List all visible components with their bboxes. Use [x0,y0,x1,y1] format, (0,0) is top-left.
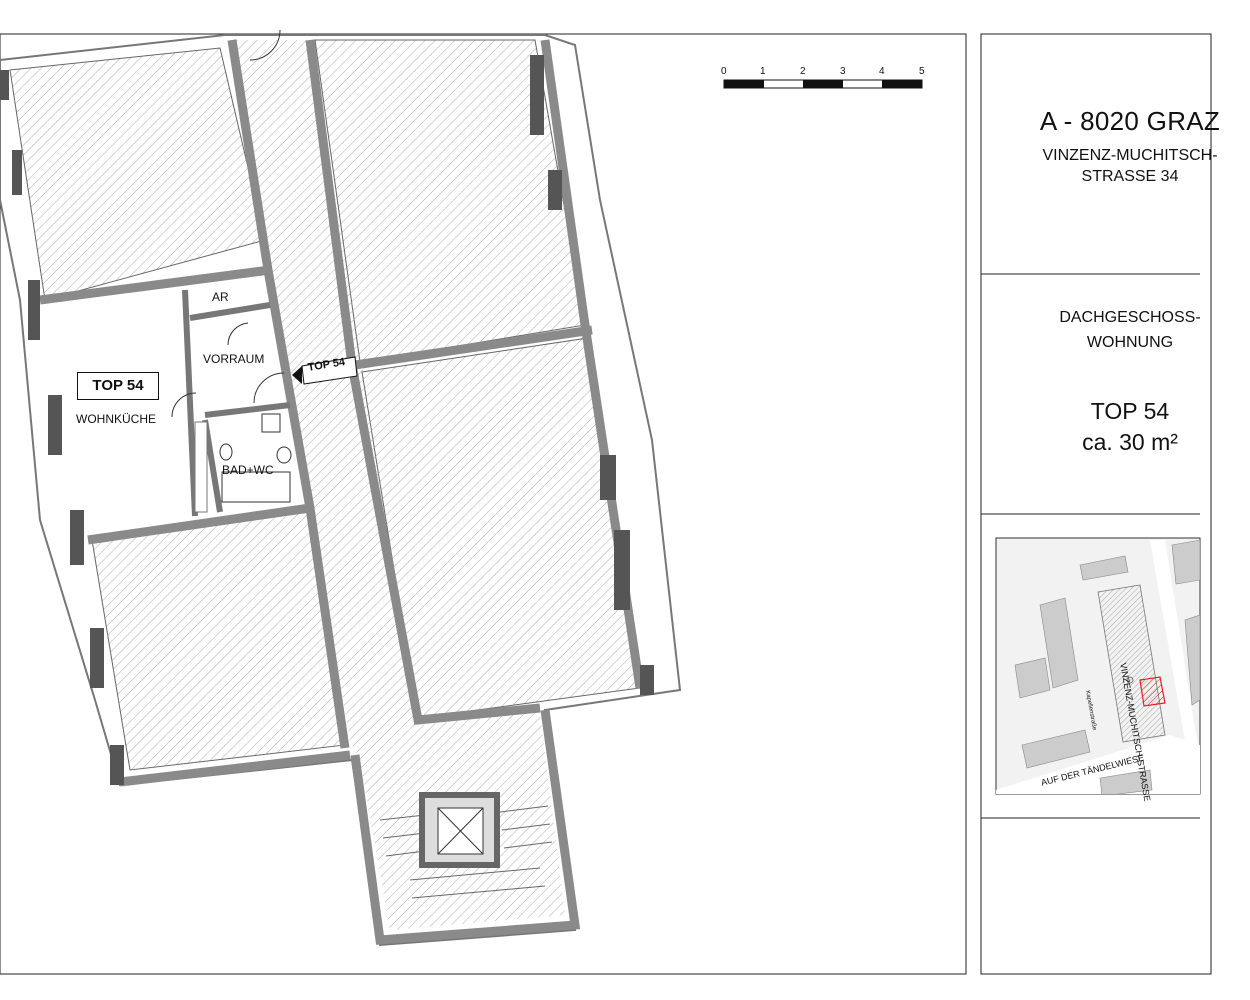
title-block-frame [980,33,1212,975]
scale-label: 0 [721,66,727,77]
scale-label: 1 [760,66,766,77]
street-line-2: STRASSE 34 [1081,168,1179,185]
location-map [995,537,1201,795]
city-title: A - 8020 GRAZ [1039,106,1221,136]
street-line-1: VINZENZ-MUCHITSCH- [1042,147,1218,164]
floor-line-1: DACHGESCHOSS- [1059,309,1201,326]
site-highlight [1139,676,1166,707]
room-label-bad-wc: BAD+WC [222,463,274,477]
scale-label: 2 [800,66,806,77]
room-label-vorraum: VORRAUM [203,352,265,366]
unit-title: TOP 54 [1090,398,1170,424]
room-label-wohnkueche: WOHNKÜCHE [76,412,156,426]
building-plan [0,29,682,947]
corridor-hatched [232,40,565,930]
unit-label-box: TOP 54 [77,372,159,400]
scale-bar [723,79,923,89]
scale-label: 5 [919,66,925,77]
floor-plan-drawing [0,29,1212,975]
entrance-arrow [292,366,302,384]
scale-label: 3 [840,66,846,77]
room-label-ar: AR [212,290,229,304]
floor-line-2: WOHNUNG [1086,334,1174,351]
unit-area: ca. 30 m² [1082,429,1178,455]
scale-label: 4 [879,66,885,77]
apartment-hatched [91,507,346,771]
